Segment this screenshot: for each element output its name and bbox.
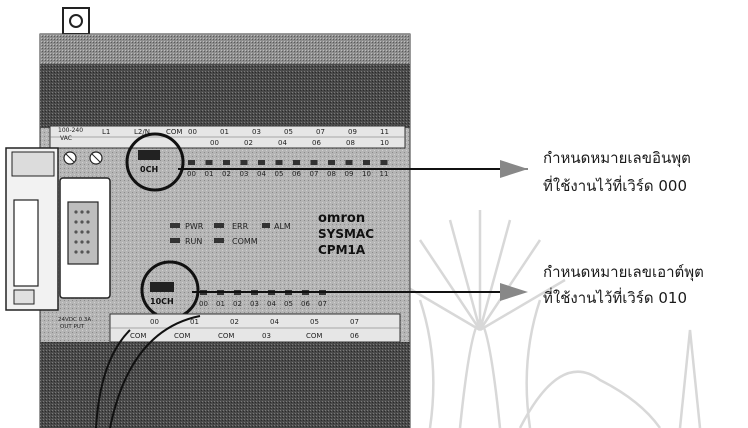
output-channel-indicator xyxy=(150,282,174,292)
input-annotation-line-2: ที่ใช้งานไว้ที่เวิร์ด 000 xyxy=(543,177,687,195)
series-label: SYSMAC xyxy=(318,227,374,241)
dc-output-label: 24VDC 0.3A xyxy=(58,317,91,323)
input-terminal-label: 07 xyxy=(316,128,325,136)
indicator-err: ERR xyxy=(232,222,249,231)
output-led-label: 06 xyxy=(301,300,310,308)
output-terminal-label: COM xyxy=(130,332,146,340)
output-annotation-line-1: กำหนดหมายเลขเอาต์พุต xyxy=(543,263,704,281)
input-led xyxy=(223,160,230,165)
input-terminal-label: COM xyxy=(166,128,182,136)
output-terminal-label: 04 xyxy=(270,318,279,326)
input-led-label: 06 xyxy=(292,170,301,178)
input-led-label: 11 xyxy=(380,170,389,178)
input-led-label: 10 xyxy=(362,170,371,178)
output-terminal-label: 01 xyxy=(190,318,199,326)
indicator-comm: COMM xyxy=(232,237,258,246)
power-label-line2: VAC xyxy=(60,135,72,142)
output-terminal-label: 07 xyxy=(350,318,359,326)
output-led-label: 01 xyxy=(216,300,225,308)
input-terminal-label: 10 xyxy=(380,139,389,147)
input-terminal-label: 05 xyxy=(284,128,293,136)
input-terminal-label: L1 xyxy=(102,128,110,136)
brand-logo: omron xyxy=(318,211,365,226)
output-led-label: 03 xyxy=(250,300,259,308)
output-terminal-label: 02 xyxy=(230,318,239,326)
input-terminal-label: 00 xyxy=(188,128,197,136)
output-led-label: 04 xyxy=(267,300,276,308)
input-terminal-label: 11 xyxy=(380,128,389,136)
output-led-label: 00 xyxy=(199,300,208,308)
input-led-label: 07 xyxy=(310,170,319,178)
input-terminal-label: 03 xyxy=(252,128,261,136)
input-led xyxy=(311,160,318,165)
input-led xyxy=(346,160,353,165)
input-channel-indicator xyxy=(138,150,160,160)
plc-bottom-band xyxy=(40,342,410,428)
model-label: CPM1A xyxy=(318,243,366,257)
input-terminal-label: 08 xyxy=(346,139,355,147)
input-terminal-label: 04 xyxy=(278,139,287,147)
output-led-label: 02 xyxy=(233,300,242,308)
input-led xyxy=(276,160,283,165)
plc-label-band xyxy=(40,64,410,128)
indicator-run: RUN xyxy=(185,237,202,246)
indicator-alm: ALM xyxy=(274,222,291,231)
input-led xyxy=(381,160,388,165)
output-terminal-label: COM xyxy=(174,332,190,340)
plc-top-band xyxy=(40,34,410,64)
output-channel-label: 10CH xyxy=(150,297,174,306)
output-annotation-line-2: ที่ใช้งานไว้ที่เวิร์ด 010 xyxy=(543,289,687,307)
output-led-label: 07 xyxy=(318,300,327,308)
input-led-label: 01 xyxy=(205,170,214,178)
input-led xyxy=(328,160,335,165)
input-led-label: 04 xyxy=(257,170,266,178)
input-terminal-label: 06 xyxy=(312,139,321,147)
power-label: 100-240 xyxy=(58,127,83,134)
output-terminal-label: 06 xyxy=(350,332,359,340)
input-led-label: 02 xyxy=(222,170,231,178)
input-led-label: 00 xyxy=(187,170,196,178)
input-terminal-label: 02 xyxy=(244,139,253,147)
output-terminal-label: COM xyxy=(306,332,322,340)
input-led xyxy=(293,160,300,165)
input-led-label: 09 xyxy=(345,170,354,178)
mounting-tab xyxy=(63,8,89,34)
input-terminal-label: 00 xyxy=(210,139,219,147)
input-led xyxy=(363,160,370,165)
indicator-pwr: PWR xyxy=(185,222,204,231)
input-led xyxy=(206,160,213,165)
output-terminal-label: 03 xyxy=(262,332,271,340)
input-led xyxy=(241,160,248,165)
input-terminal-label: 01 xyxy=(220,128,229,136)
output-led-label: 05 xyxy=(284,300,293,308)
input-led-label: 05 xyxy=(275,170,284,178)
sunburst xyxy=(395,210,565,330)
input-annotation-line-1: กำหนดหมายเลขอินพุต xyxy=(543,149,691,167)
input-led xyxy=(258,160,265,165)
dc-output-label-line2: OUT PUT xyxy=(60,324,85,330)
input-terminal-label: 09 xyxy=(348,128,357,136)
input-led xyxy=(188,160,195,165)
input-channel-label: 0CH xyxy=(140,165,158,174)
output-terminal-label: COM xyxy=(218,332,234,340)
input-led-label: 03 xyxy=(240,170,249,178)
input-led-label: 08 xyxy=(327,170,336,178)
output-terminal-label: 05 xyxy=(310,318,319,326)
output-terminal-label: 00 xyxy=(150,318,159,326)
